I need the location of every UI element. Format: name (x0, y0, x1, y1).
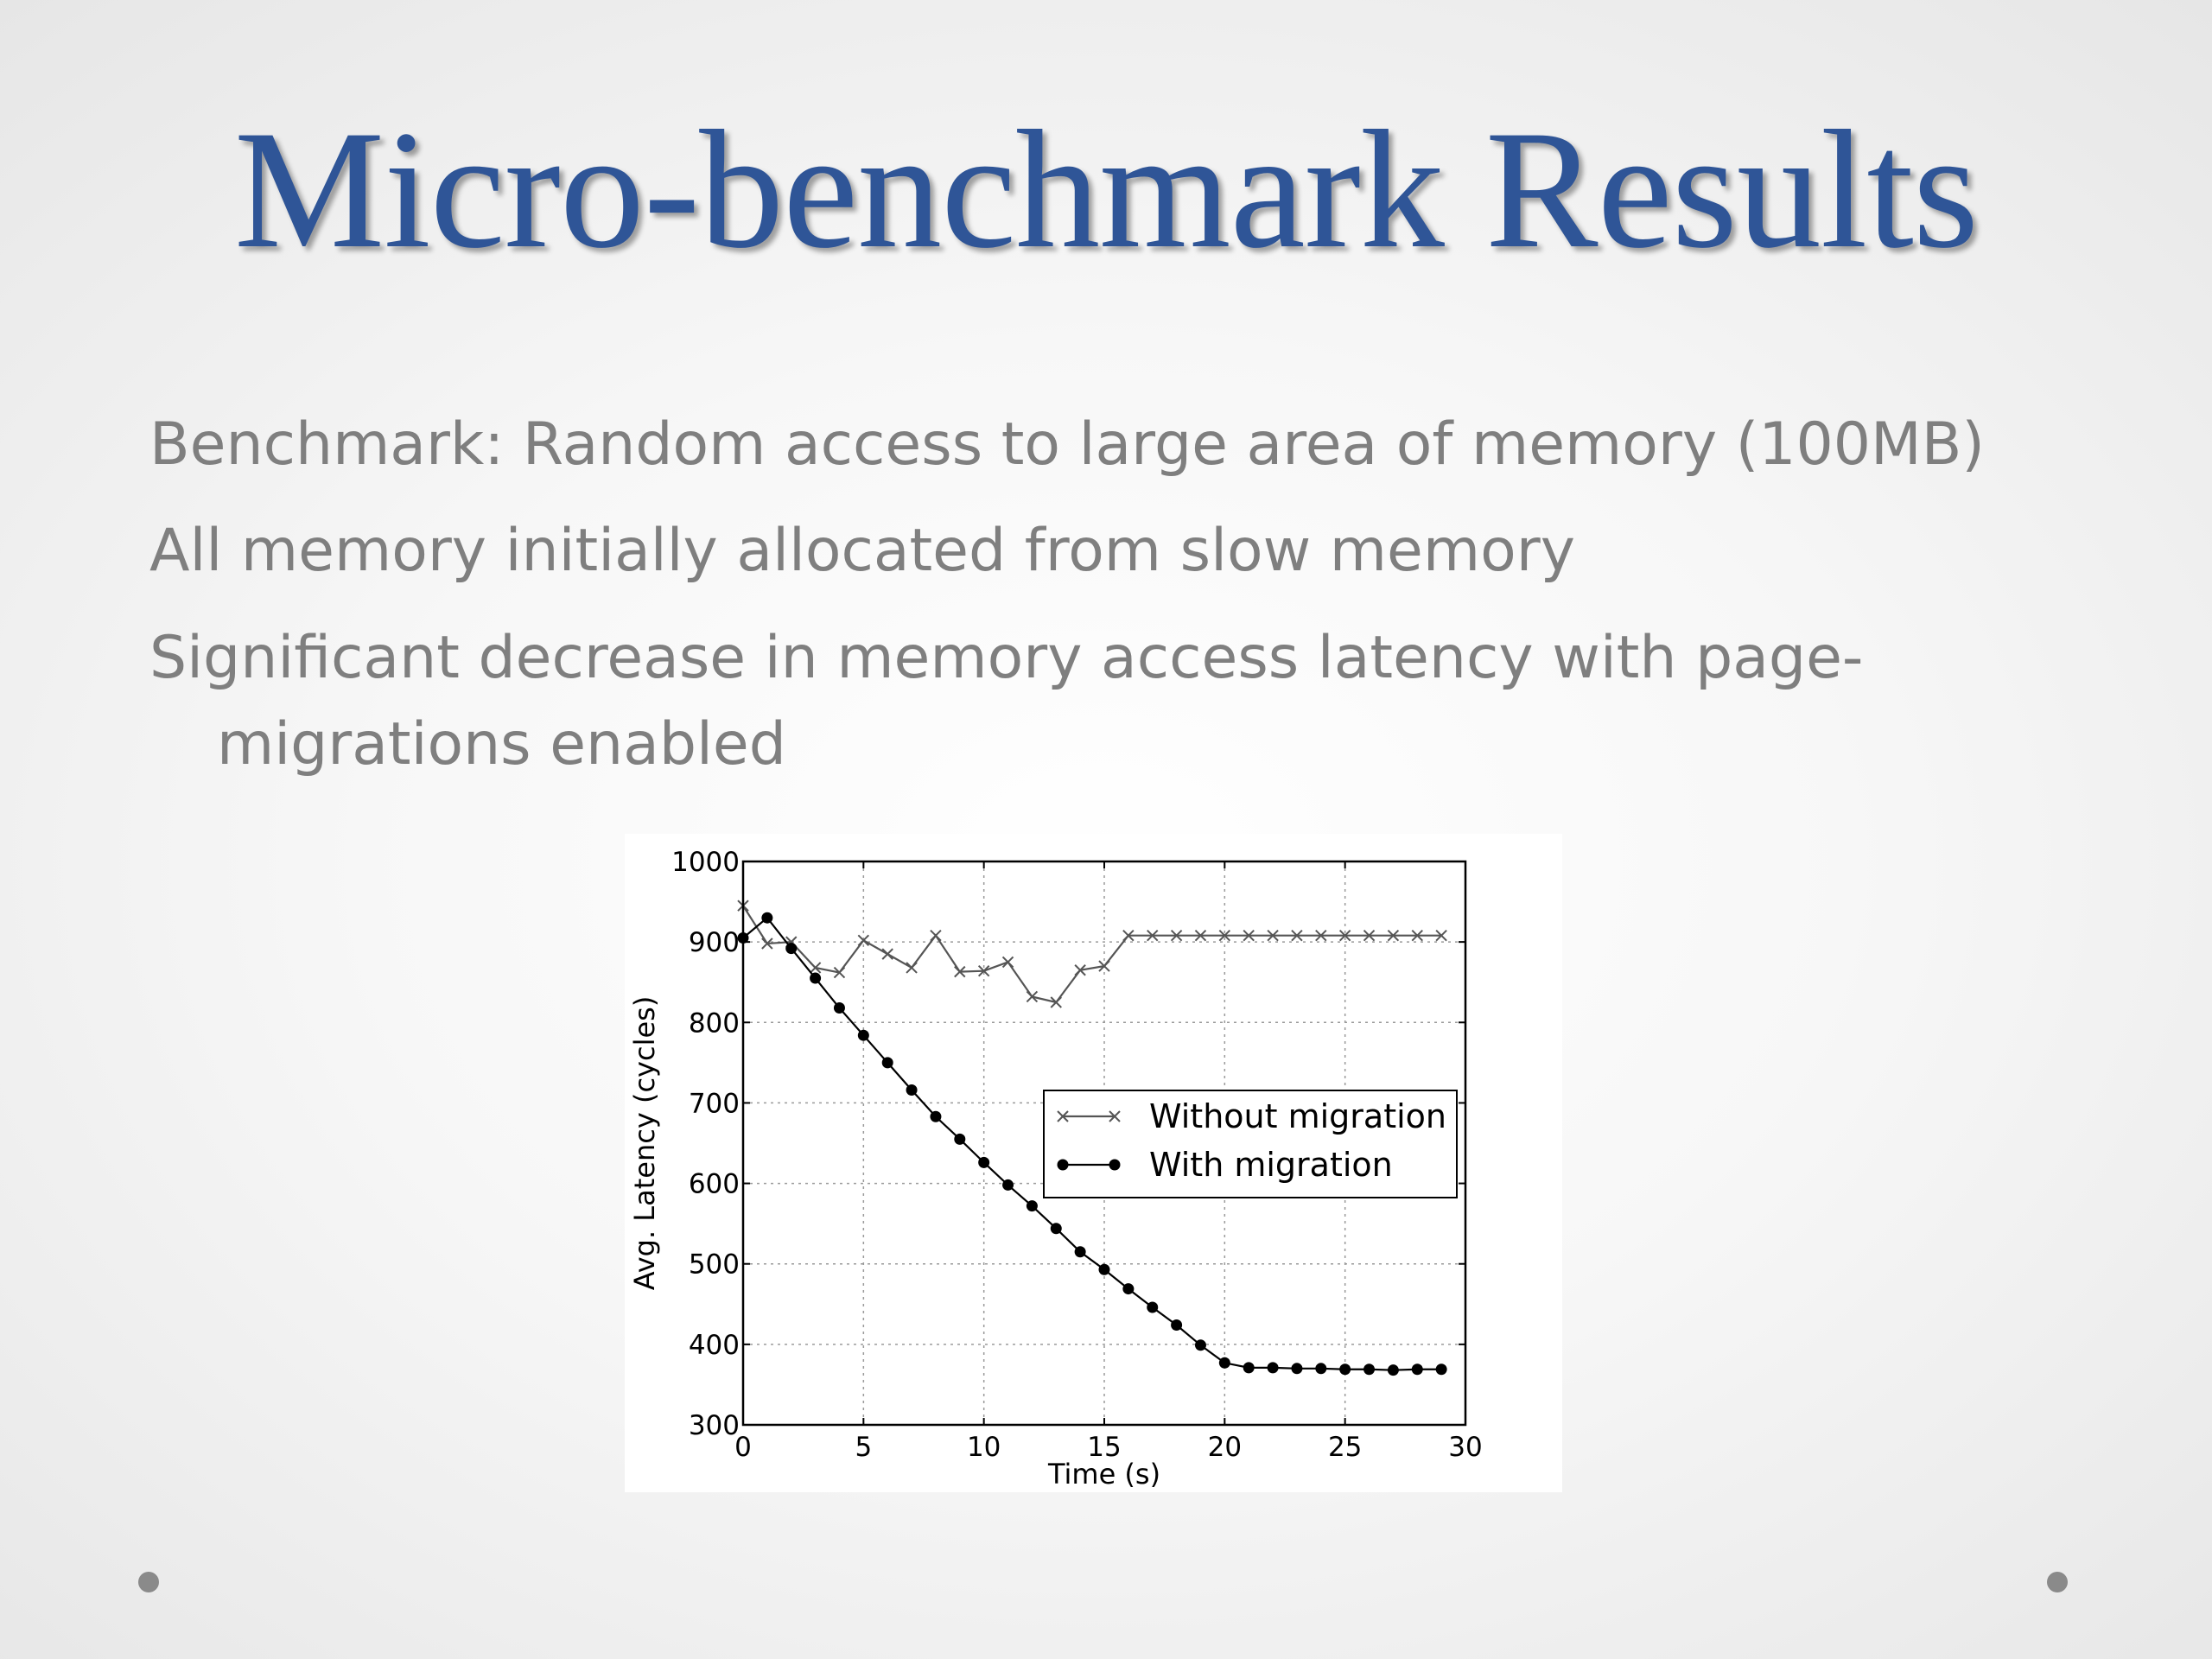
data-point (881, 1057, 893, 1069)
data-point (785, 943, 798, 955)
data-point (1122, 1283, 1135, 1295)
legend-label: Without migration (1149, 1097, 1446, 1135)
data-point (833, 1002, 845, 1014)
data-point (1411, 1363, 1423, 1376)
legend-marker (1057, 1159, 1069, 1171)
data-point (1267, 1362, 1279, 1374)
data-point (1267, 929, 1279, 942)
x-tick-label: 10 (967, 1432, 1001, 1463)
y-tick-label: 600 (689, 1169, 740, 1200)
data-point (1050, 1223, 1062, 1235)
data-point (1050, 996, 1062, 1008)
x-tick-label: 20 (1208, 1432, 1242, 1463)
y-tick-label: 500 (689, 1249, 740, 1281)
data-point (1291, 1363, 1303, 1375)
y-tick-label: 400 (689, 1330, 740, 1361)
data-point (1363, 929, 1376, 942)
bullet-initial-allocation: All memory initially allocated from slow… (149, 517, 1575, 585)
data-point (954, 965, 966, 978)
legend-entry: With migration (1057, 1146, 1393, 1184)
data-point (1074, 1246, 1086, 1258)
y-tick-label: 300 (689, 1410, 740, 1441)
series-with-migration (737, 912, 1447, 1376)
data-point (809, 962, 822, 974)
data-point (761, 912, 773, 924)
y-axis-label: Avg. Latency (cycles) (628, 996, 661, 1291)
data-point (1147, 1301, 1159, 1313)
data-point (1171, 1319, 1183, 1332)
data-point (1147, 929, 1159, 942)
data-point (1435, 929, 1447, 942)
x-tick-label: 25 (1328, 1432, 1362, 1463)
corner-dot-left (138, 1572, 159, 1592)
data-point (1338, 929, 1351, 942)
data-point (1098, 1263, 1110, 1275)
latency-chart-svg: 0 5 10 15 20 25 30 300 400 500 600 700 800 900 1000 Ti… (628, 847, 1483, 1491)
data-point (1435, 1363, 1447, 1376)
slide-title: Micro-benchmark Results (233, 96, 1979, 283)
x-tick-label: 0 (734, 1432, 752, 1463)
data-point (1243, 929, 1255, 942)
data-point (1218, 929, 1231, 942)
legend-box (1043, 1090, 1458, 1198)
data-point (1339, 1363, 1351, 1376)
data-point (1026, 1200, 1038, 1212)
data-point (1002, 1179, 1014, 1191)
data-point (1315, 929, 1327, 942)
latency-chart: 0 5 10 15 20 25 30 300 400 500 600 700 800 900 1000 Ti… (625, 834, 1562, 1492)
data-point (1291, 929, 1303, 942)
data-point (833, 966, 846, 979)
bullet-latency-decrease: Significant decrease in memory access la… (149, 624, 1864, 779)
x-tick-label: 5 (855, 1432, 872, 1463)
data-point (1001, 956, 1014, 969)
data-point (1122, 929, 1135, 942)
legend-marker (1109, 1110, 1121, 1122)
data-point (857, 934, 870, 946)
data-point (1387, 929, 1400, 942)
y-tick-label: 700 (689, 1088, 740, 1119)
data-point (810, 972, 822, 984)
data-point (1074, 964, 1086, 976)
data-point (761, 938, 773, 950)
x-tick-label: 30 (1448, 1432, 1482, 1463)
bullet-benchmark: Benchmark: Random access to large area o… (149, 410, 1985, 479)
data-point (1387, 1364, 1399, 1376)
data-point (930, 929, 942, 942)
legend-marker (1109, 1159, 1121, 1171)
data-point (906, 962, 918, 974)
data-point (1315, 1363, 1327, 1375)
data-point (977, 964, 990, 977)
data-point (930, 1110, 942, 1122)
data-point (1411, 929, 1423, 942)
data-point (906, 1084, 918, 1096)
data-point (954, 1133, 966, 1145)
data-point (1218, 1357, 1230, 1369)
data-point (1194, 929, 1207, 942)
data-point (978, 1156, 990, 1168)
x-tick-label: 15 (1087, 1432, 1121, 1463)
series-line (742, 905, 1442, 1004)
y-tick-label: 800 (689, 1007, 740, 1039)
series-without-migration (737, 899, 1447, 1008)
data-point (1194, 1339, 1206, 1351)
legend-entry: Without migration (1057, 1097, 1446, 1135)
y-tick-label: 900 (689, 927, 740, 958)
data-point (881, 948, 893, 960)
x-axis-label: Time (s) (1047, 1458, 1160, 1491)
data-point (857, 1029, 869, 1041)
data-point (1170, 929, 1183, 942)
data-point (1363, 1363, 1376, 1376)
data-point (1243, 1362, 1255, 1374)
data-point (1098, 960, 1110, 972)
corner-dot-right (2047, 1572, 2068, 1592)
legend-label: With migration (1149, 1146, 1393, 1184)
y-tick-label: 1000 (671, 847, 740, 878)
legend-marker (1057, 1110, 1069, 1122)
data-point (1026, 990, 1039, 1003)
